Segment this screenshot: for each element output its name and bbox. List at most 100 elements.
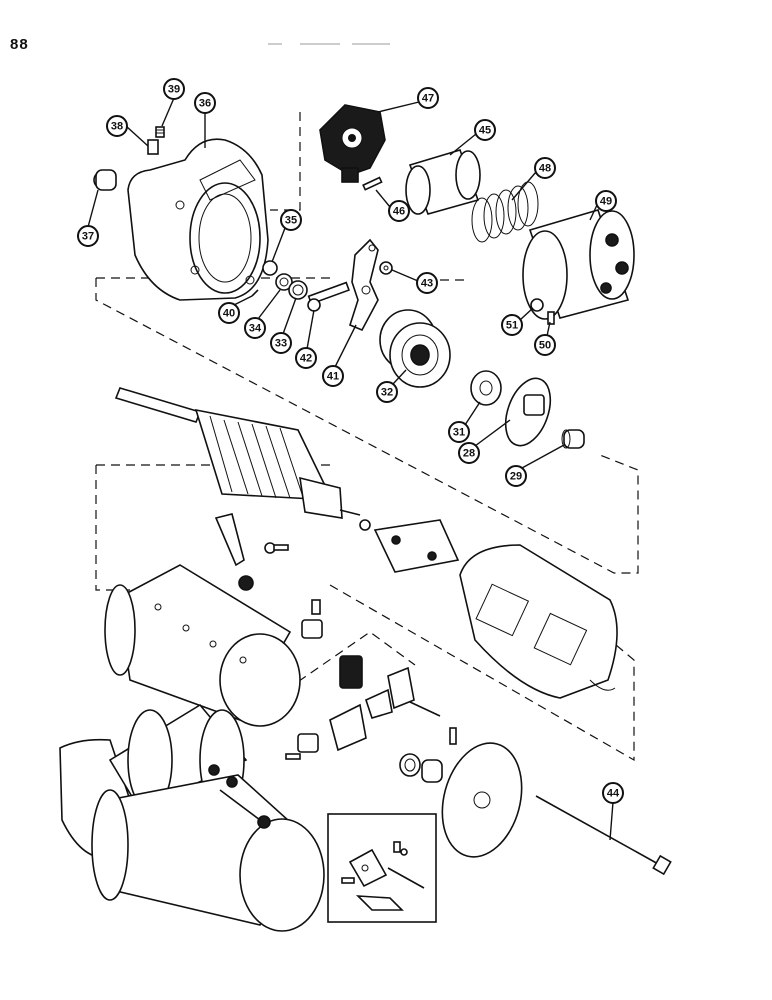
leader-lines [87, 97, 614, 841]
callout-circle [417, 87, 439, 109]
callout-number: 46 [393, 206, 405, 218]
callout-circle [295, 347, 317, 369]
thru-bolt-44 [535, 795, 672, 876]
callout-circle [194, 92, 216, 114]
callout-circle [270, 332, 292, 354]
callout-47: 47 [417, 87, 439, 109]
callout-number: 50 [539, 340, 551, 352]
callout-number: 41 [327, 371, 339, 383]
armature [114, 387, 361, 519]
bushing-29 [561, 429, 585, 449]
callout-44: 44 [602, 782, 624, 804]
callout-circle [602, 782, 624, 804]
callout-layer: 39 36 38 47 45 48 49 46 37 35 43 40 34 33 42 41 32 51 50 31… [77, 78, 624, 804]
callout-number: 51 [506, 320, 518, 332]
callout-circle [106, 115, 128, 137]
callout-circle [474, 119, 496, 141]
nut-43 [379, 261, 393, 275]
callout-42: 42 [295, 347, 317, 369]
callout-number: 29 [510, 471, 522, 483]
field-frame [104, 564, 301, 727]
callout-41: 41 [322, 365, 344, 387]
callout-number: 45 [479, 125, 491, 137]
callout-50: 50 [534, 334, 556, 356]
plunger-plate-47 [319, 104, 386, 183]
bolt-42 [307, 281, 350, 312]
callout-48: 48 [534, 157, 556, 179]
callout-circle [448, 421, 470, 443]
washers-33-35 [251, 260, 308, 300]
callout-number: 28 [463, 448, 475, 460]
callout-circle [595, 190, 617, 212]
callout-35: 35 [280, 209, 302, 231]
collar-28 [504, 377, 552, 447]
callout-circle [322, 365, 344, 387]
pin-46 [362, 176, 383, 191]
callout-number: 36 [199, 98, 211, 110]
callout-43: 43 [416, 272, 438, 294]
callout-49: 49 [595, 190, 617, 212]
callout-number: 32 [381, 387, 393, 399]
bushing-37 [93, 169, 117, 191]
brush-hardware [285, 599, 457, 760]
assembled-starter [59, 703, 325, 932]
callout-circle [534, 334, 556, 356]
spring-48 [471, 181, 539, 243]
callout-29: 29 [505, 465, 527, 487]
callout-circle [218, 302, 240, 324]
shift-lever-41 [349, 238, 379, 332]
washer-31 [470, 370, 502, 406]
plunger-45 [405, 149, 481, 215]
drive-assembly-32 [379, 309, 451, 388]
callout-circle [376, 381, 398, 403]
callout-40: 40 [218, 302, 240, 324]
callout-36: 36 [194, 92, 216, 114]
callout-number: 33 [275, 338, 287, 350]
callout-33: 33 [270, 332, 292, 354]
callout-circle [458, 442, 480, 464]
callout-number: 48 [539, 163, 551, 175]
callout-circle [505, 465, 527, 487]
callout-circle [501, 314, 523, 336]
callout-circle [388, 200, 410, 222]
callout-38: 38 [106, 115, 128, 137]
inset-detail [327, 813, 437, 923]
callout-circle [244, 317, 266, 339]
callout-number: 43 [421, 278, 433, 290]
callout-number: 49 [600, 196, 612, 208]
callout-circle [534, 157, 556, 179]
callout-number: 31 [453, 427, 465, 439]
field-coils [459, 544, 618, 699]
callout-51: 51 [501, 314, 523, 336]
callout-number: 34 [249, 323, 262, 335]
end-frame-parts [399, 742, 523, 858]
callout-circle [77, 225, 99, 247]
callout-number: 39 [168, 84, 180, 96]
drive-housing-36 [127, 138, 269, 301]
callout-32: 32 [376, 381, 398, 403]
callout-46: 46 [388, 200, 410, 222]
solenoid-49 [522, 209, 635, 320]
callout-37: 37 [77, 225, 99, 247]
screw-50-51 [530, 298, 555, 325]
callout-number: 42 [300, 353, 312, 365]
callout-34: 34 [244, 317, 266, 339]
page-number: 88 [10, 36, 29, 53]
callout-number: 40 [223, 308, 235, 320]
callout-39: 39 [163, 78, 185, 100]
callout-number: 37 [82, 231, 94, 243]
callout-number: 44 [607, 788, 620, 800]
callout-28: 28 [458, 442, 480, 464]
callout-circle [280, 209, 302, 231]
plug-38-39 [147, 126, 165, 155]
callout-number: 38 [111, 121, 123, 133]
callout-number: 47 [422, 93, 434, 105]
terminal-hardware [214, 513, 460, 591]
callout-circle [416, 272, 438, 294]
callout-number: 35 [285, 215, 297, 227]
callout-45: 45 [474, 119, 496, 141]
callout-circle [163, 78, 185, 100]
callout-31: 31 [448, 421, 470, 443]
